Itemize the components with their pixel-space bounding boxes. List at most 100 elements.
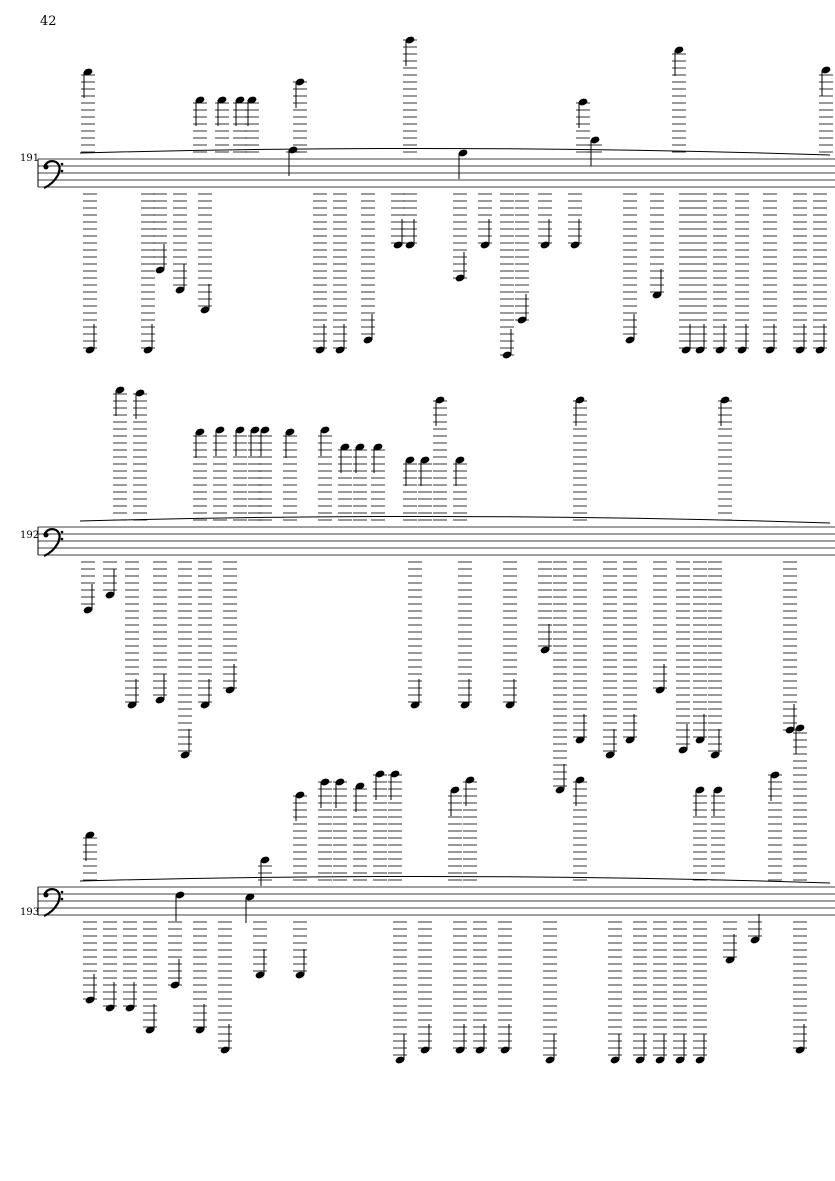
notehead: [225, 686, 235, 694]
notehead: [200, 701, 210, 709]
notehead: [517, 316, 527, 324]
measure-number-192: 192: [20, 530, 40, 541]
notehead: [320, 426, 330, 434]
notehead: [245, 893, 255, 901]
notehead: [175, 891, 185, 899]
notehead: [725, 956, 735, 964]
notehead: [455, 456, 465, 464]
notehead: [85, 996, 95, 1004]
notehead: [710, 751, 720, 759]
notehead: [575, 736, 585, 744]
notehead: [335, 346, 345, 354]
notehead: [85, 346, 95, 354]
notehead: [540, 646, 550, 654]
notehead: [695, 346, 705, 354]
notehead: [145, 1026, 155, 1034]
notehead: [155, 266, 165, 274]
notehead: [715, 346, 725, 354]
notehead: [180, 751, 190, 759]
notehead: [765, 346, 775, 354]
notehead: [505, 701, 515, 709]
measure-number-191: 191: [20, 153, 40, 164]
notehead: [570, 241, 580, 249]
notehead: [480, 241, 490, 249]
notehead: [143, 346, 153, 354]
notehead: [175, 286, 185, 294]
notehead: [125, 1004, 135, 1012]
notehead: [355, 782, 365, 790]
notehead: [655, 686, 665, 694]
notehead: [578, 98, 588, 106]
notehead: [500, 1046, 510, 1054]
notehead: [83, 68, 93, 76]
notehead: [405, 241, 415, 249]
notehead: [502, 351, 512, 359]
notehead: [260, 426, 270, 434]
notehead: [652, 291, 662, 299]
bass-clef-dot: [43, 892, 49, 898]
notehead: [395, 1056, 405, 1064]
notehead: [393, 241, 403, 249]
notehead: [363, 336, 373, 344]
notehead: [785, 726, 795, 734]
notehead: [795, 346, 805, 354]
notehead: [255, 971, 265, 979]
notehead: [458, 149, 468, 157]
notehead: [195, 428, 205, 436]
notehead: [355, 443, 365, 451]
bass-clef-dot: [60, 890, 64, 894]
notehead: [590, 136, 600, 144]
notehead: [675, 1056, 685, 1064]
notehead: [105, 1004, 115, 1012]
notehead: [815, 346, 825, 354]
tie: [79, 147, 831, 156]
notehead: [220, 1046, 230, 1054]
notehead: [635, 1056, 645, 1064]
notehead: [155, 696, 165, 704]
notehead: [105, 591, 115, 599]
notehead: [410, 701, 420, 709]
notehead: [770, 771, 780, 779]
bass-clef-dot: [60, 897, 64, 901]
notehead: [575, 396, 585, 404]
bass-clef-icon: [43, 888, 61, 918]
notehead: [235, 96, 245, 104]
notehead: [420, 456, 430, 464]
notehead: [295, 791, 305, 799]
notehead: [320, 778, 330, 786]
notehead: [720, 396, 730, 404]
notehead: [713, 786, 723, 794]
notehead: [217, 96, 227, 104]
notehead: [215, 426, 225, 434]
notehead: [170, 981, 180, 989]
notehead: [695, 786, 705, 794]
notehead: [555, 786, 565, 794]
notehead: [420, 1046, 430, 1054]
notehead: [605, 751, 615, 759]
notehead: [200, 306, 210, 314]
notehead: [695, 736, 705, 744]
notehead: [115, 386, 125, 394]
notehead: [678, 746, 688, 754]
measure-number-193: 193: [20, 907, 40, 918]
bass-clef-dot: [60, 530, 64, 534]
notehead: [821, 66, 831, 74]
notehead: [375, 770, 385, 778]
notehead: [335, 778, 345, 786]
notehead: [83, 606, 93, 614]
bass-clef-dot: [43, 532, 49, 538]
notehead: [695, 1056, 705, 1064]
notehead: [455, 1046, 465, 1054]
notehead: [575, 776, 585, 784]
notehead: [85, 831, 95, 839]
bass-clef-icon: [43, 528, 61, 558]
notehead: [435, 396, 445, 404]
bass-clef-dot: [60, 162, 64, 166]
notehead: [610, 1056, 620, 1064]
bass-clef-icon: [43, 160, 61, 190]
notehead: [475, 1046, 485, 1054]
bass-clef-dot: [60, 537, 64, 541]
page-number: 42: [40, 14, 57, 29]
notehead: [135, 389, 145, 397]
